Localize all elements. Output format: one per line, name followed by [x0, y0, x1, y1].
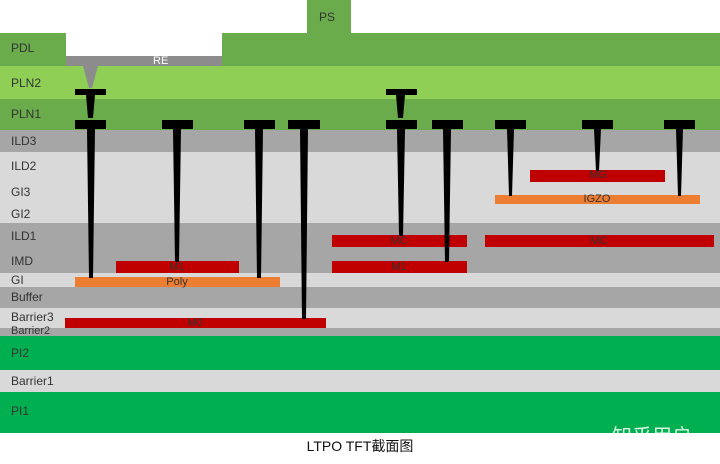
- imd-label: IMD: [11, 254, 33, 268]
- mc-center-label: MC: [390, 235, 408, 247]
- m1-strip-left: [116, 261, 239, 273]
- m0-label: M0: [187, 317, 203, 329]
- ild2-label: ILD2: [11, 159, 37, 173]
- barrier2-layer: [0, 328, 720, 336]
- barrier2-label: Barrier2: [11, 325, 51, 337]
- gi-label: GI: [11, 273, 24, 287]
- re-via: [83, 66, 98, 88]
- mc-strip-right: [485, 235, 714, 247]
- pdl-layer-right: [222, 33, 720, 66]
- via-igzo-left: [495, 120, 526, 196]
- via-mg: [582, 120, 613, 171]
- via-poly-right: [244, 120, 275, 278]
- via-igzo-right: [664, 120, 695, 196]
- pdl-layer-left: [0, 33, 66, 66]
- pi2-layer: [0, 336, 720, 370]
- buffer-label: Buffer: [11, 290, 43, 304]
- ild1-label: ILD1: [11, 229, 37, 243]
- barrier1-layer: [0, 370, 720, 392]
- watermark: 知乎用户: [612, 426, 692, 448]
- gi2-label: GI2: [11, 207, 31, 221]
- mg-strip: [530, 170, 665, 182]
- pln2-layer: [0, 66, 720, 99]
- m1-center-label: M1: [391, 261, 407, 273]
- m0-strip: [65, 318, 326, 328]
- pln2-label: PLN2: [11, 76, 42, 90]
- poly-strip: [75, 277, 280, 287]
- mg-label: MG: [589, 169, 607, 181]
- gi3-label: GI3: [11, 185, 31, 199]
- pln2-via-center: [386, 89, 417, 118]
- via-poly-left: [75, 120, 106, 278]
- ild2-gi3-gi2-layer: [0, 152, 720, 223]
- mc-right-label: MC: [590, 235, 608, 247]
- pdl-label: PDL: [11, 41, 35, 55]
- ps-label: PS: [319, 10, 336, 24]
- re-layer: [66, 56, 222, 66]
- via-m1-center: [432, 120, 463, 262]
- via-m0: [288, 120, 320, 319]
- poly-label: Poly: [166, 276, 188, 288]
- pi2-label: PI2: [11, 346, 30, 360]
- mc-strip-center: [332, 235, 467, 247]
- barrier1-label: Barrier1: [11, 374, 54, 388]
- m1-left-label: M1: [169, 261, 185, 273]
- igzo-label: IGZO: [583, 193, 611, 205]
- igzo-strip: [495, 195, 700, 204]
- ild3-label: ILD3: [11, 134, 37, 148]
- pi1-label: PI1: [11, 404, 30, 418]
- ps-layer: [307, 0, 351, 34]
- m1-strip-center: [332, 261, 467, 273]
- pi1-layer: [0, 392, 720, 433]
- via-m1-left: [162, 120, 193, 262]
- pln1-label: PLN1: [11, 107, 42, 121]
- pln2-via-left: [75, 89, 106, 118]
- buffer-layer: [0, 287, 720, 308]
- diagram-caption: LTPO TFT截面图: [306, 438, 414, 454]
- via-mc-center: [386, 120, 417, 236]
- re-label: RE: [153, 55, 169, 67]
- barrier3-label: Barrier3: [11, 310, 54, 324]
